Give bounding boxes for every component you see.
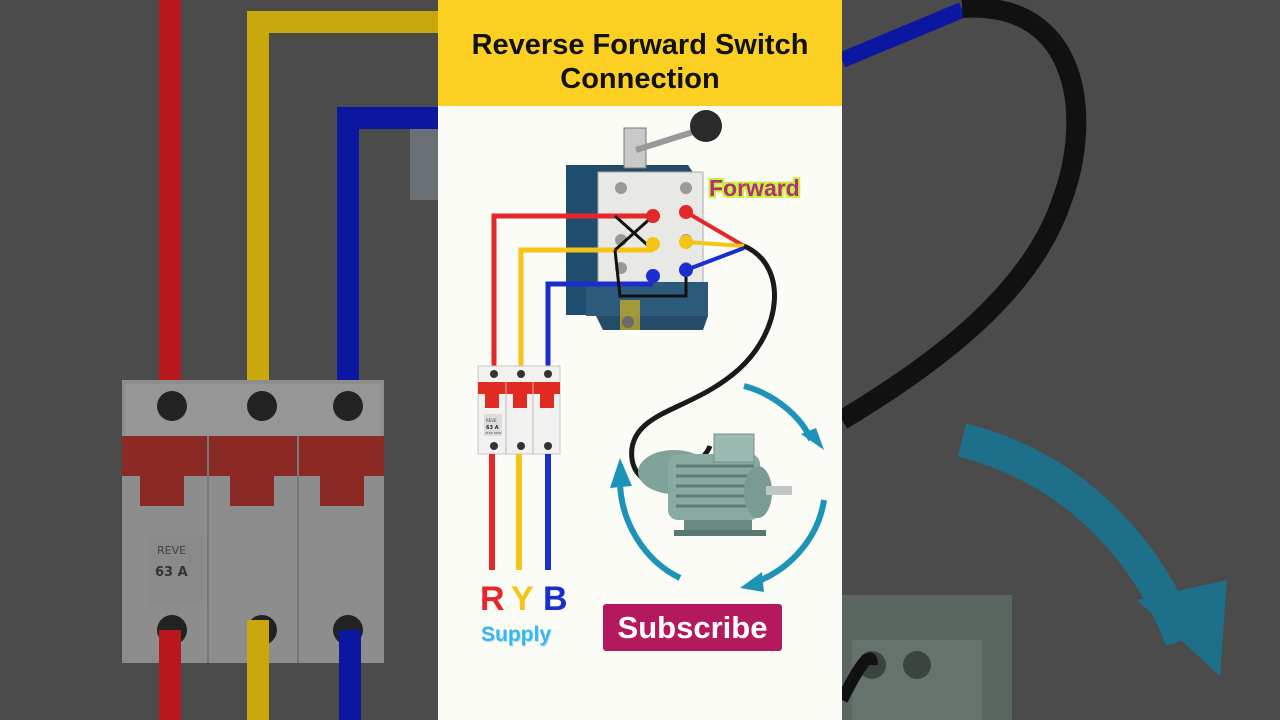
supply-label: Supply [481,623,552,646]
wiring-diagram: REVE 63 A 415V 50Hz [477,110,827,592]
page-title-line1: Reverse Forward Switch [471,29,809,61]
svg-text:63 A: 63 A [155,565,188,580]
supply-leads [489,454,551,570]
mcb-brand-text: REVE [486,418,497,423]
title-banner: Reverse Forward Switch Connection [438,0,842,106]
switch-state-label: Forward [709,175,800,201]
mcb-breaker-icon [477,365,561,455]
wiring-diagram-panel: REVE 63 A 415V 50Hz [438,0,842,720]
supply-wiring [491,205,746,374]
motor-icon [638,433,792,536]
phase-y-label: Y [511,580,534,618]
page-title-line2: Connection [560,63,720,95]
mcb-rating-text: 63 A [486,425,499,431]
phase-b-label: B [543,580,568,618]
svg-text:REVE: REVE [157,544,186,557]
subscribe-button[interactable]: Subscribe [603,604,782,651]
mcb-voltage-text: 415V 50Hz [485,431,502,435]
phase-r-label: R [480,580,505,618]
right-background-panel [842,0,1280,720]
left-background-panel: REVE 63 A [0,0,438,720]
rotation-arrow-icon [610,383,827,592]
left-zoomed-mcb-illustration: REVE 63 A [122,0,438,720]
right-zoomed-cable-illustration [842,0,1227,720]
